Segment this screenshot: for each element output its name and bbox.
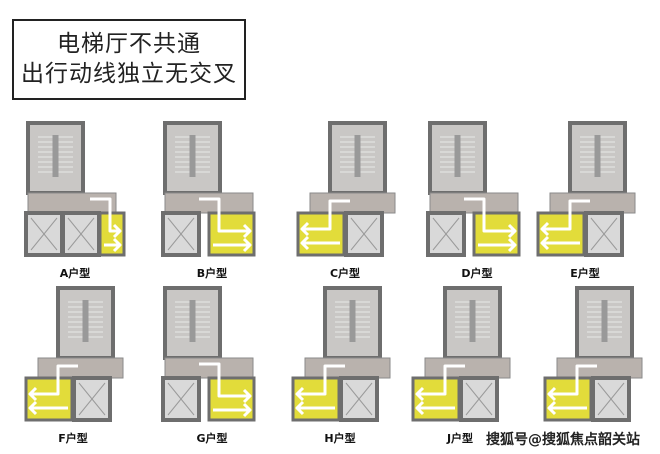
arrow-head	[547, 400, 557, 416]
lobby-floor	[27, 192, 117, 214]
floor-plan-h: H户型	[285, 284, 395, 445]
lobby-floor	[37, 357, 124, 379]
floor-plan-b: B户型	[157, 119, 267, 280]
elevator-cross	[167, 217, 195, 251]
arrow-head	[28, 386, 38, 402]
floor-plan-j: J户型	[405, 284, 515, 445]
floor-plan-drawing	[426, 121, 521, 257]
flow-arrow	[549, 364, 597, 396]
arrow-head	[415, 400, 425, 416]
plan-label: H户型	[324, 432, 356, 445]
lobby-floor	[164, 192, 254, 214]
arrow-head	[300, 235, 310, 251]
arrow-head	[540, 235, 550, 251]
elevator-cross	[465, 382, 493, 416]
stair-handrail	[52, 135, 59, 177]
flow-arrow	[199, 197, 250, 233]
lobby-floor	[309, 192, 396, 214]
elevator-cross	[350, 217, 378, 251]
floor-plan-drawing	[161, 121, 256, 257]
stair-handrail	[594, 135, 601, 177]
stair-handrail	[469, 300, 476, 342]
lobby-floor	[164, 357, 254, 379]
lobby-floor	[549, 192, 636, 214]
flow-arrow	[90, 197, 120, 233]
arrow-head	[507, 237, 517, 253]
title-box: 电梯厅不共通 出行动线独立无交叉	[12, 19, 246, 100]
elevator-cross	[78, 382, 106, 416]
floor-plan-drawing	[411, 286, 511, 422]
arrow-head	[547, 386, 557, 402]
floor-plan-g: G户型	[157, 284, 267, 445]
plan-label: A户型	[59, 267, 91, 280]
stair-handrail	[354, 135, 361, 177]
floor-plan-drawing	[536, 121, 636, 257]
floor-plan-c: C户型	[290, 119, 400, 280]
stair-handrail	[82, 300, 89, 342]
flow-arrow	[302, 199, 350, 231]
plan-label: E户型	[570, 267, 600, 280]
title-line-2: 出行动线独立无交叉	[21, 61, 237, 87]
arrow-head	[28, 400, 38, 416]
floor-plan-drawing	[161, 286, 256, 422]
elevator-cross	[590, 217, 618, 251]
elevator-cross	[345, 382, 373, 416]
floor-plan-drawing	[24, 286, 124, 422]
plan-label: B户型	[196, 267, 228, 280]
private-lobby-zone	[98, 211, 126, 257]
floor-plan-a: A户型	[20, 119, 130, 280]
flow-arrow	[417, 364, 465, 396]
stair-handrail	[601, 300, 608, 342]
elevator-cross	[167, 382, 195, 416]
floor-plan-drawing	[24, 121, 126, 257]
arrow-head	[540, 221, 550, 237]
elevator-cross	[30, 217, 58, 251]
arrow-head	[112, 237, 122, 253]
stair-handrail	[189, 135, 196, 177]
plan-label: J户型	[446, 432, 474, 445]
floor-plan-e: E户型	[530, 119, 640, 280]
plan-label: F户型	[58, 432, 88, 445]
arrow-head	[242, 388, 252, 404]
arrow-head	[112, 223, 122, 239]
arrow-head	[507, 223, 517, 239]
elevator-cross	[597, 382, 625, 416]
flow-arrow	[464, 197, 515, 233]
lobby-floor	[429, 192, 519, 214]
floor-plan-drawing	[291, 286, 391, 422]
elevator-cross	[432, 217, 460, 251]
title-line-1: 电梯厅不共通	[57, 31, 201, 57]
arrow-head	[242, 223, 252, 239]
floor-plan-f: F户型	[18, 284, 128, 445]
lobby-floor	[304, 357, 391, 379]
arrow-head	[295, 400, 305, 416]
plan-label: G户型	[196, 432, 228, 445]
arrow-head	[242, 402, 252, 418]
flow-arrow	[30, 364, 78, 396]
plan-label: D户型	[461, 267, 493, 280]
arrow-head	[242, 237, 252, 253]
stair-handrail	[349, 300, 356, 342]
flow-arrow	[297, 364, 345, 396]
watermark: 搜狐号@搜狐焦点韶关站	[486, 432, 640, 448]
plan-label: C户型	[329, 267, 361, 280]
lobby-floor	[556, 357, 643, 379]
lobby-floor	[424, 357, 511, 379]
stair-handrail	[189, 300, 196, 342]
floor-plan-drawing	[543, 286, 643, 422]
floor-plan-drawing	[296, 121, 396, 257]
arrow-head	[415, 386, 425, 402]
elevator-cross	[67, 217, 95, 251]
floor-plan-k	[537, 284, 647, 444]
arrow-head	[295, 386, 305, 402]
arrow-head	[300, 221, 310, 237]
flow-arrow	[199, 362, 250, 398]
stair-handrail	[454, 135, 461, 177]
flow-arrow	[542, 199, 590, 231]
floor-plan-d: D户型	[422, 119, 532, 280]
